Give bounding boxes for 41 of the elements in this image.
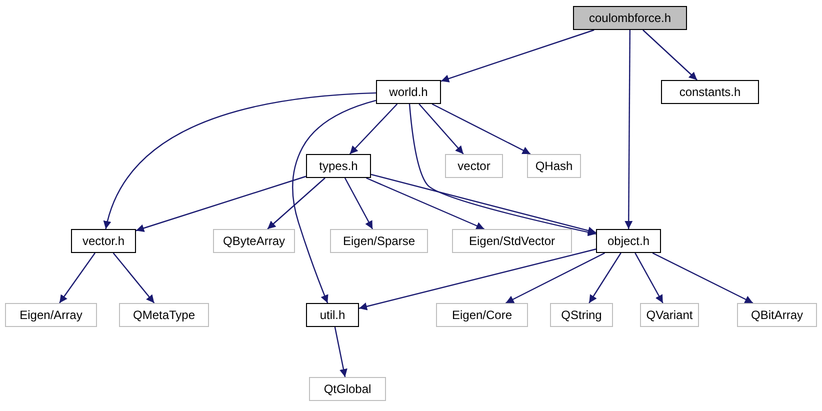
header-file-box: vector.h: [71, 229, 136, 253]
arrow: [267, 178, 326, 230]
arrow: [588, 252, 622, 304]
header-file-box: coulombforce.h: [573, 6, 687, 30]
header-file-box: QByteArray: [213, 229, 295, 253]
arrow: [505, 252, 606, 304]
arrow: [112, 252, 155, 304]
arrow: [418, 104, 464, 154]
arrow: [59, 252, 96, 304]
header-file-box: Eigen/Sparse: [330, 229, 428, 253]
arrow: [634, 252, 664, 304]
arrow: [432, 103, 531, 155]
arrow: [652, 252, 754, 304]
header-file-box: QString: [550, 303, 613, 327]
arrow: [136, 176, 306, 232]
header-file-box: Eigen/StdVector: [452, 229, 572, 253]
header-file-box: world.h: [376, 80, 441, 104]
arrow: [440, 29, 594, 82]
arrow: [344, 178, 374, 230]
header-file-box: QMetaType: [119, 303, 209, 327]
header-file-box: Eigen/Array: [5, 303, 97, 327]
header-file-box: util.h: [306, 303, 359, 327]
header-file-box: constants.h: [661, 80, 759, 104]
arrow: [334, 326, 348, 378]
arrow: [642, 30, 698, 80]
arrow: [370, 174, 596, 234]
header-file-box: Eigen/Core: [436, 303, 528, 327]
header-file-box: types.h: [306, 154, 371, 178]
header-file-box: QVariant: [640, 303, 699, 327]
arrow: [408, 104, 596, 236]
header-file-box: vector: [445, 154, 503, 178]
header-file-box: QHash: [527, 154, 581, 178]
arrow: [104, 92, 376, 230]
header-file-box: object.h: [596, 229, 661, 253]
header-file-box: QBitArray: [737, 303, 817, 327]
arrow: [292, 100, 376, 304]
arrow: [349, 104, 398, 154]
arrow: [366, 177, 484, 230]
header-file-box: QtGlobal: [309, 377, 386, 401]
arrow: [624, 30, 633, 229]
arrow: [358, 248, 596, 310]
